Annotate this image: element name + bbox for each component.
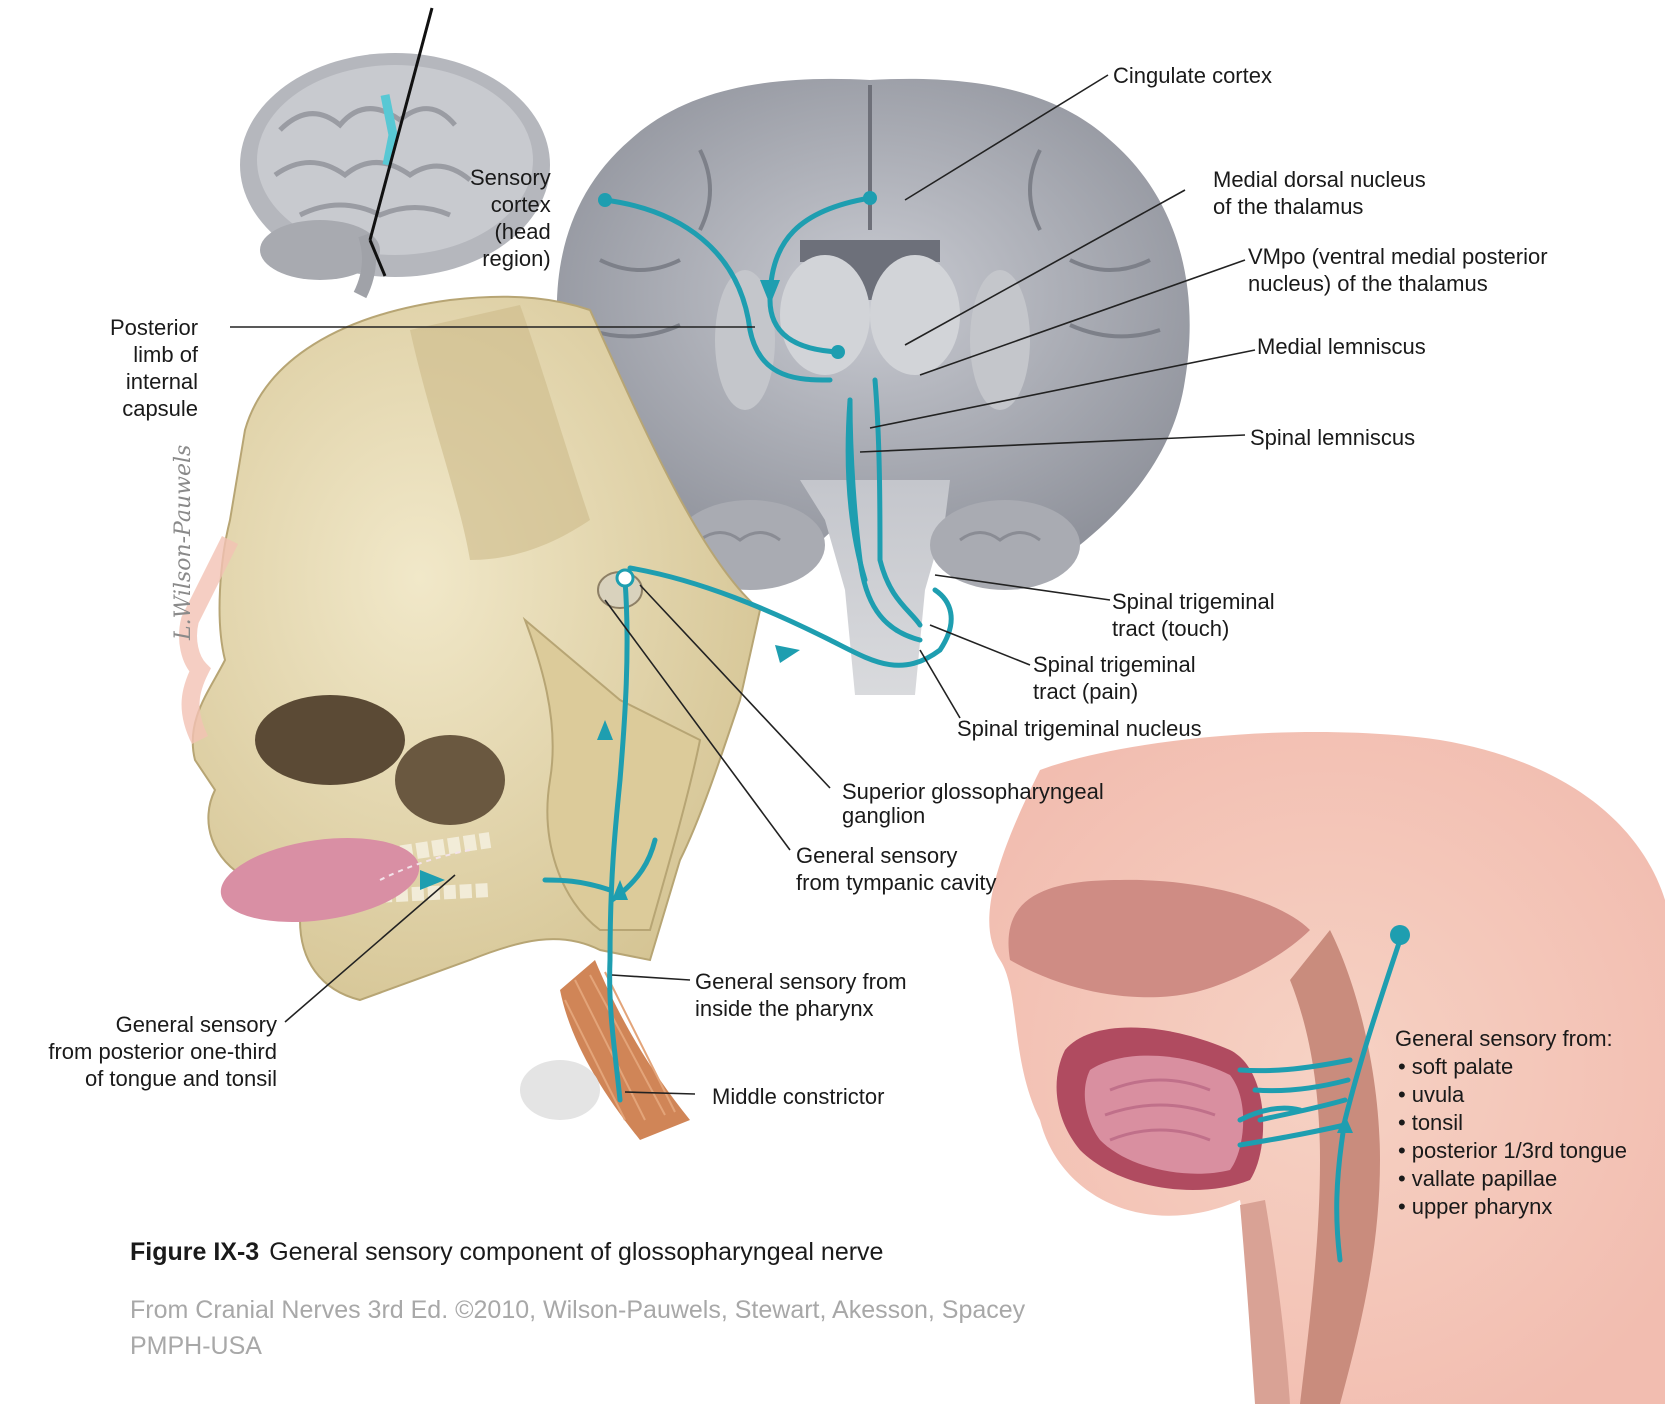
figure-caption: Figure IX-3 General sensory component of … [130, 1238, 883, 1267]
label-spinal-trigeminal-tract-touch: Spinal trigeminal tract (touch) [1112, 588, 1275, 642]
label-inside-pharynx: General sensory from inside the pharynx [695, 968, 907, 1022]
figure-number: Figure IX-3 [130, 1238, 259, 1266]
label-cingulate-cortex: Cingulate cortex [1113, 62, 1272, 89]
label-middle-constrictor: Middle constrictor [712, 1083, 884, 1110]
list-item: posterior 1/3rd tongue [1398, 1137, 1627, 1165]
artist-signature: L.Wilson-Pauwels [171, 445, 196, 641]
list-item: upper pharynx [1398, 1193, 1627, 1221]
label-medial-dorsal-nucleus: Medial dorsal nucleus of the thalamus [1213, 166, 1426, 220]
label-sensory-cortex: Sensory cortex (head region) [470, 164, 551, 272]
list-item: uvula [1398, 1081, 1627, 1109]
list-item: vallate papillae [1398, 1165, 1627, 1193]
general-sensory-list: General sensory from: soft palate uvula … [1395, 1025, 1627, 1221]
label-vmpo: VMpo (ventral medial posterior nucleus) … [1248, 243, 1548, 297]
list-item: soft palate [1398, 1053, 1627, 1081]
list-item: tonsil [1398, 1109, 1627, 1137]
figure-title: General sensory component of glossophary… [269, 1238, 883, 1266]
credit-line-2: PMPH-USA [130, 1328, 1025, 1364]
label-spinal-trigeminal-tract-pain: Spinal trigeminal tract (pain) [1033, 651, 1196, 705]
label-superior-glossopharyngeal-ganglion: Superior glossopharyngeal ganglion [842, 780, 1104, 828]
figure-credit: From Cranial Nerves 3rd Ed. ©2010, Wilso… [130, 1292, 1025, 1364]
general-sensory-heading: General sensory from: [1395, 1025, 1627, 1053]
middle-constrictor-muscle [520, 960, 690, 1140]
label-tongue-and-tonsil: General sensory from posterior one-third… [12, 1011, 277, 1092]
label-posterior-limb-internal-capsule: Posterior limb of internal capsule [110, 314, 198, 422]
label-tympanic-cavity: General sensory from tympanic cavity [796, 842, 997, 896]
credit-line-1: From Cranial Nerves 3rd Ed. ©2010, Wilso… [130, 1292, 1025, 1328]
label-spinal-trigeminal-nucleus: Spinal trigeminal nucleus [957, 715, 1202, 742]
label-medial-lemniscus: Medial lemniscus [1257, 333, 1426, 360]
label-spinal-lemniscus: Spinal lemniscus [1250, 424, 1415, 451]
